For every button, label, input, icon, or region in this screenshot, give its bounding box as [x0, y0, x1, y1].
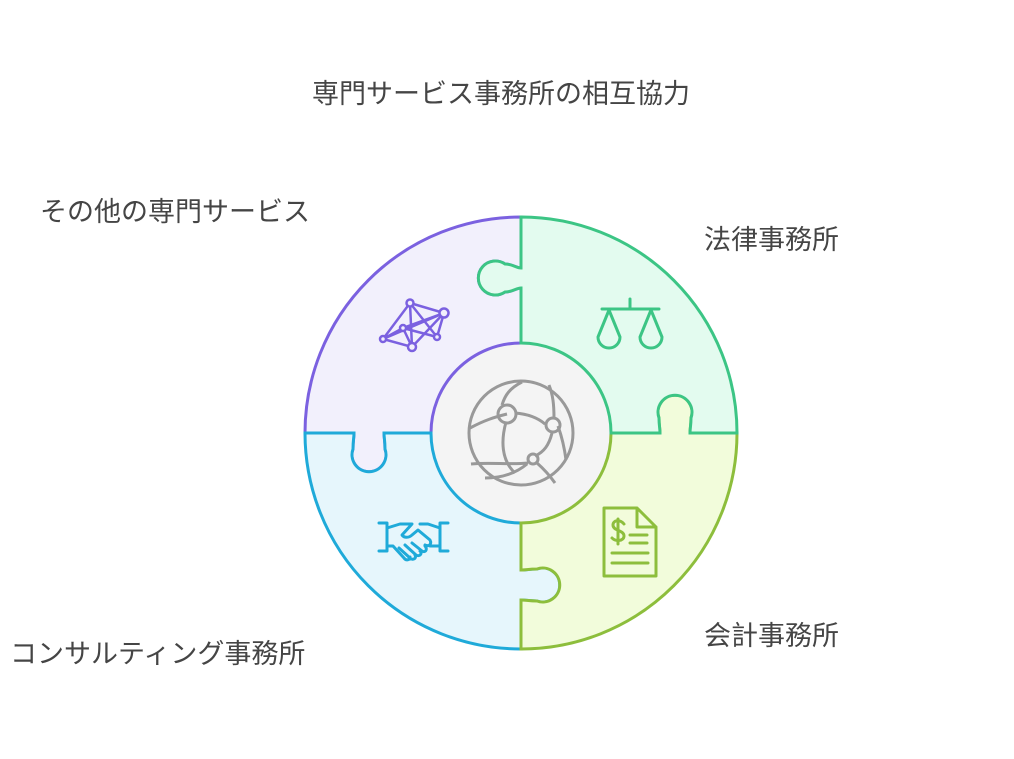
segment-law-firm	[476, 215, 739, 435]
label-consulting-firm: コンサルティング事務所	[10, 639, 306, 670]
center-circle	[431, 343, 611, 523]
scales-icon	[596, 297, 664, 350]
handshake-icon	[377, 521, 450, 562]
label-accounting-firm: 会計事務所	[704, 621, 839, 652]
network-icon	[378, 298, 450, 353]
globe-network-icon	[467, 379, 575, 487]
label-law-firm: 法律事務所	[704, 225, 839, 256]
label-other-services: その他の専門サービス	[40, 197, 310, 228]
diagram-title: 専門サービス事務所の相互協力	[312, 79, 690, 110]
invoice-dollar-icon	[602, 506, 658, 578]
